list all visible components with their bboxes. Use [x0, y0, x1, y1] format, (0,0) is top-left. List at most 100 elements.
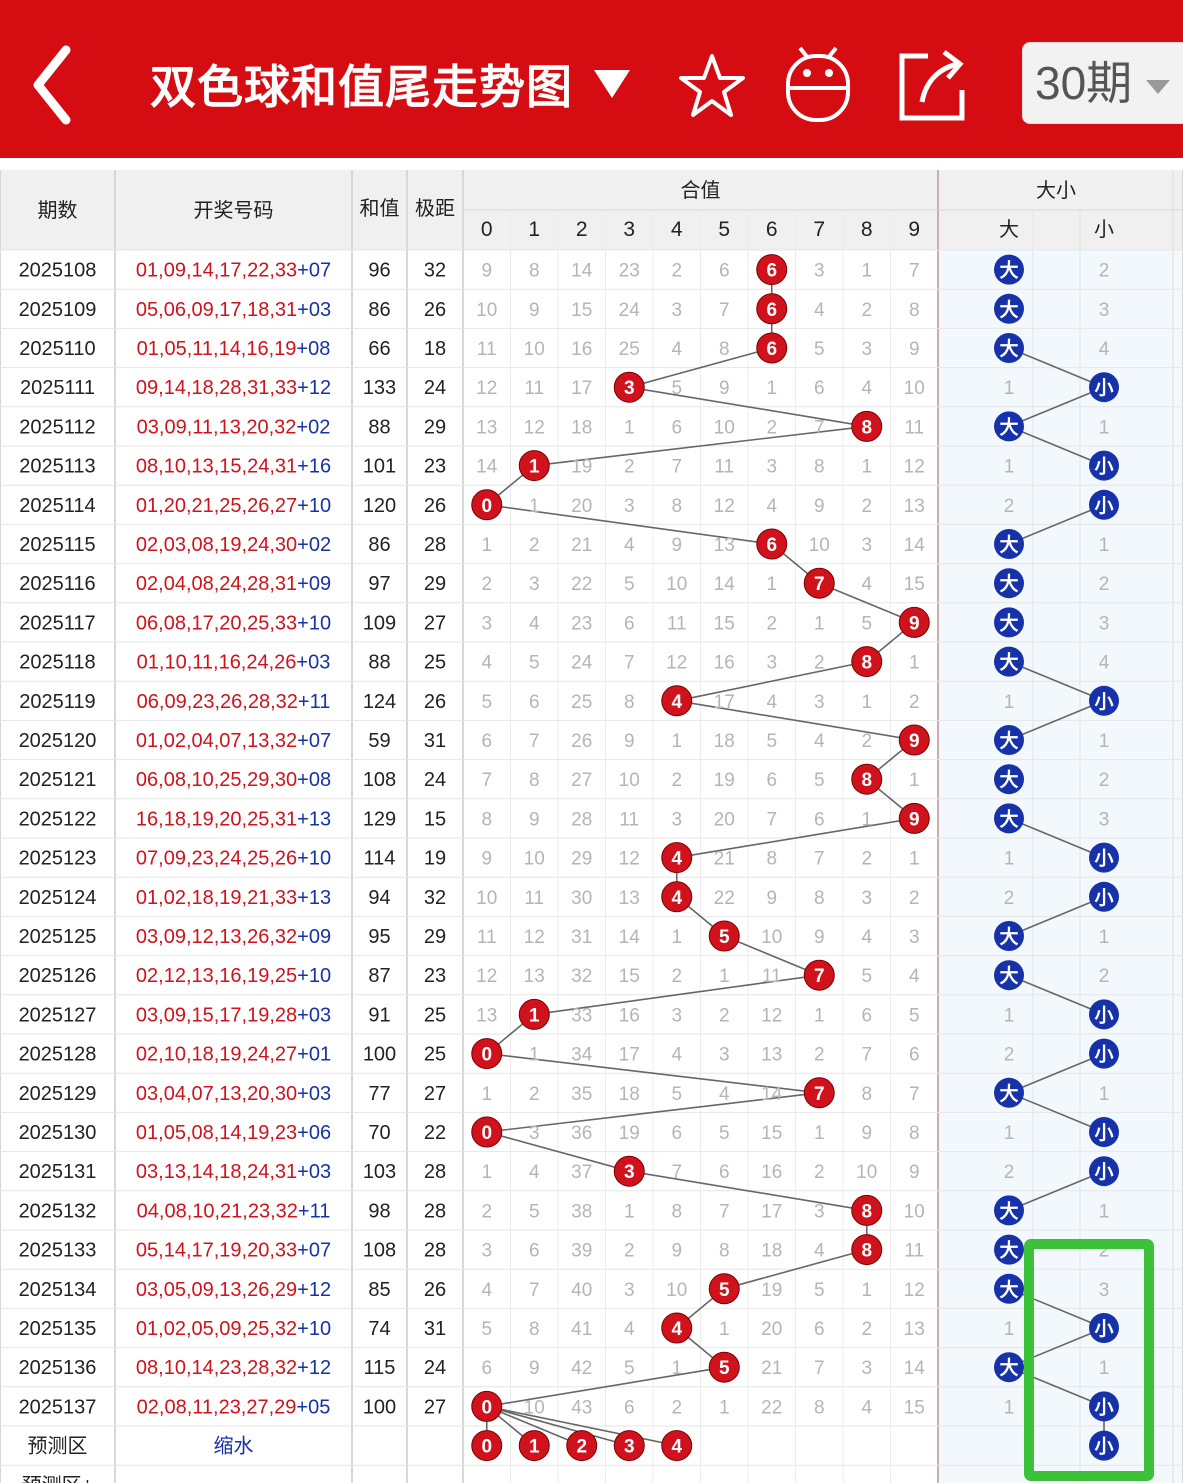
miss-count: 7: [909, 1084, 920, 1105]
tail-ball-label: 8: [861, 1201, 872, 1222]
miss-count: 6: [671, 417, 682, 438]
miss-count: 15: [714, 613, 735, 634]
miss-count: 3: [624, 1280, 635, 1301]
star-outline-icon[interactable]: [672, 38, 752, 130]
tail-ball-label: 9: [909, 809, 920, 830]
tail-ball: [613, 1155, 645, 1187]
app-header: 双色球和值尾走势图 30期: [0, 0, 1183, 158]
miss-count: 22: [571, 574, 592, 595]
caret-down-icon[interactable]: [588, 60, 636, 108]
tail-ball-label: 5: [719, 1280, 730, 1301]
miss-count: 21: [714, 849, 735, 870]
miss-count: 2: [909, 888, 920, 909]
sum-cell: 129: [363, 808, 396, 830]
predict-mode-link[interactable]: 缩水: [214, 1435, 254, 1458]
big-ball: [994, 1077, 1024, 1108]
miss-count: 5: [671, 378, 682, 399]
miss-count: 6: [814, 378, 825, 399]
big-ball-label: 大: [999, 1082, 1018, 1105]
predict-plus-label[interactable]: 预测区+: [22, 1474, 94, 1483]
miss-count: 3: [671, 300, 682, 321]
trend-line: [486, 1092, 820, 1133]
issue-cell: 2025123: [19, 848, 97, 870]
miss-count: 4: [671, 339, 682, 360]
span-cell: 22: [424, 1122, 446, 1144]
tail-ball-label: 0: [481, 1123, 492, 1144]
miss-count: 4: [1099, 653, 1110, 674]
miss-count: 13: [904, 496, 925, 517]
small-ball: [1089, 372, 1119, 403]
miss-count: 2: [814, 1045, 825, 1066]
predict-small-ball[interactable]: [1089, 1430, 1119, 1461]
miss-count: 1: [481, 1162, 492, 1183]
miss-count: 8: [481, 809, 492, 830]
miss-count: 17: [714, 692, 735, 713]
tail-ball: [471, 1390, 503, 1422]
predict-ball[interactable]: [661, 1430, 693, 1462]
miss-count: 9: [624, 731, 635, 752]
tail-ball: [661, 881, 693, 913]
miss-count: 9: [814, 927, 825, 948]
tail-ball: [851, 410, 883, 442]
miss-count: 18: [571, 417, 592, 438]
miss-count: 30: [571, 888, 592, 909]
predict-ball[interactable]: [518, 1430, 550, 1462]
predict-ball[interactable]: [471, 1430, 503, 1462]
tail-ball-label: 1: [529, 1005, 540, 1026]
highlight-box: [1024, 1239, 1154, 1481]
sum-cell: 97: [368, 573, 390, 595]
issue-cell: 2025134: [19, 1279, 97, 1301]
miss-count: 19: [571, 457, 592, 478]
tail-ball: [756, 293, 788, 325]
miss-count: 13: [714, 535, 735, 556]
miss-count: 10: [666, 574, 687, 595]
tail-ball: [851, 646, 883, 678]
miss-count: 3: [861, 1358, 872, 1379]
miss-count: 4: [624, 1319, 635, 1340]
sum-cell: 94: [368, 887, 390, 909]
issue-cell: 2025133: [19, 1240, 97, 1262]
numbers-cell: 06,08,17,20,25,33+10: [136, 612, 331, 634]
miss-count: 1: [861, 1280, 872, 1301]
big-ball-label: 大: [999, 1356, 1018, 1379]
size-trend-line: [1008, 700, 1105, 741]
big-ball-label: 大: [999, 533, 1018, 556]
big-ball: [994, 725, 1024, 755]
header-digit-1: 1: [528, 218, 540, 241]
header-sum: 和值: [360, 197, 400, 220]
share-icon[interactable]: [888, 38, 968, 130]
miss-count: 1: [766, 378, 777, 399]
miss-count: 2: [624, 457, 635, 478]
numbers-cell: 01,09,14,17,22,33+07: [136, 260, 331, 282]
miss-count: 29: [571, 849, 592, 870]
robot-icon[interactable]: [778, 38, 858, 130]
small-ball-label: 小: [1094, 495, 1113, 517]
miss-count: 3: [1099, 300, 1110, 321]
header-digit-9: 9: [908, 218, 920, 241]
miss-count: 14: [476, 457, 498, 478]
tail-ball-label: 6: [766, 300, 777, 321]
tail-ball: [708, 920, 740, 952]
predict-ball[interactable]: [613, 1430, 645, 1462]
issue-cell: 2025131: [19, 1161, 97, 1183]
period-select[interactable]: 30期: [1022, 42, 1183, 124]
miss-count: 2: [861, 1319, 872, 1340]
big-ball: [994, 1195, 1024, 1226]
back-arrow-icon[interactable]: [22, 40, 92, 130]
span-cell: 26: [424, 495, 446, 517]
tail-ball: [803, 959, 835, 991]
miss-count: 1: [861, 261, 872, 282]
sum-cell: 87: [368, 965, 390, 987]
predict-ball[interactable]: [566, 1430, 598, 1462]
sum-cell: 100: [363, 1044, 396, 1066]
page-title[interactable]: 双色球和值尾走势图: [150, 60, 573, 114]
trend-line: [486, 1131, 630, 1172]
span-cell: 32: [424, 887, 446, 909]
tail-ball-label: 3: [624, 378, 635, 399]
predict-small-ball-label: 小: [1094, 1436, 1113, 1458]
miss-count: 42: [571, 1358, 592, 1379]
miss-count: 5: [529, 653, 540, 674]
miss-count: 3: [766, 653, 777, 674]
small-ball: [1089, 1038, 1119, 1069]
miss-count: 11: [762, 966, 782, 987]
